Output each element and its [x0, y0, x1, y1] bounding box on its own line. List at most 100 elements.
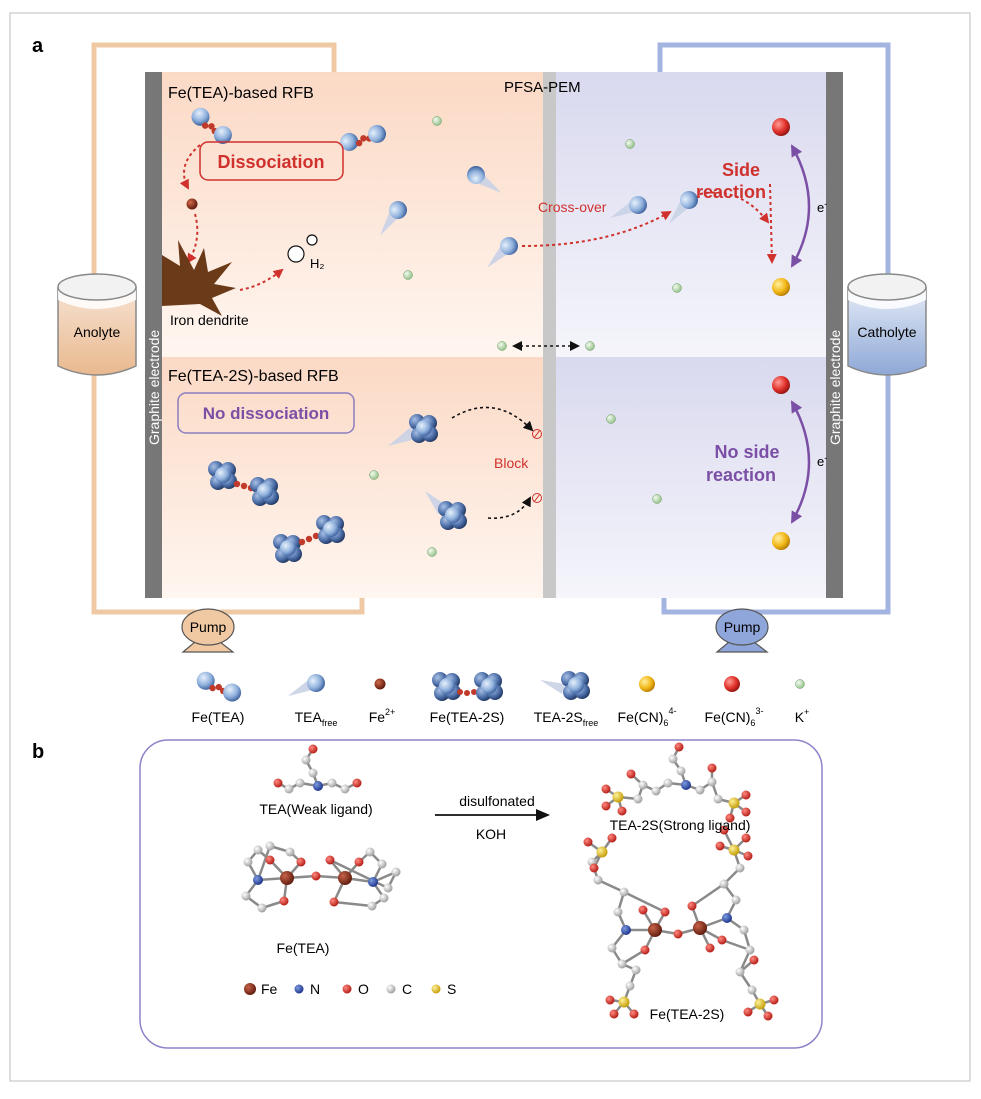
atom-legend-label-s: S — [447, 981, 456, 997]
anolyte-pipe-bottom — [91, 375, 365, 615]
deposition-arrow — [186, 213, 199, 264]
atom-legend-dot-fe — [244, 983, 256, 995]
h2-arrow — [239, 268, 284, 291]
dissociation-label: Dissociation — [217, 152, 324, 172]
legend-icon-fe2 — [374, 678, 386, 690]
fe2-ion — [186, 198, 198, 210]
pump-label-left: Pump — [190, 619, 227, 635]
tea-2s-molecule — [601, 742, 751, 823]
atom-legend-label-n: N — [310, 981, 320, 997]
bottom-title: Fe(TEA-2S)-based RFB — [168, 368, 339, 385]
cross-over-label: Cross-over — [538, 199, 607, 215]
blocked-arrow-bottom — [487, 496, 531, 519]
atom-legend-dot-n — [294, 984, 304, 994]
redox-arrow-top — [790, 144, 811, 268]
no-side-reaction-label-1: No side — [714, 442, 779, 462]
fe-tea-2s-complex — [273, 515, 345, 563]
tea-molecule — [273, 744, 362, 794]
pump-label-right: Pump — [724, 619, 761, 635]
k-ion — [652, 494, 662, 504]
h2-bubble — [306, 234, 318, 246]
fe-tea-label: Fe(TEA) — [277, 940, 330, 956]
dissociation-box — [199, 141, 344, 181]
legend-label-ferricyanide: Fe(CN)63- — [705, 706, 764, 728]
h2-bubble — [287, 245, 305, 263]
fe-tea-complex-structure — [241, 841, 401, 913]
legend-icon-tea-free — [284, 672, 327, 698]
electrode-label-left: Graphite electrode — [146, 330, 162, 445]
h2-label: H₂ — [310, 256, 324, 271]
k-ion — [369, 470, 379, 480]
iron-dendrite — [162, 240, 236, 316]
ferrocyanide-ion — [772, 278, 790, 296]
fe-tea-2s-complex — [208, 461, 279, 506]
legend-label-fe-tea-2s-: Fe(TEA-2S) — [430, 709, 505, 725]
atom-legend-label-c: C — [402, 981, 412, 997]
iron-dendrite-label: Iron dendrite — [170, 312, 249, 328]
k-ion — [672, 283, 682, 293]
k-ion — [625, 139, 635, 149]
panel-b-box — [139, 739, 823, 1049]
ferricyanide-ion — [772, 118, 790, 136]
catholyte-tank: Catholyte — [847, 273, 927, 376]
legend — [194, 670, 805, 703]
tea2s-label: TEA-2S(Strong ligand) — [610, 817, 751, 833]
block-symbol — [532, 429, 542, 439]
catholyte-chamber-bottom — [556, 357, 826, 598]
no-dissociation-box — [177, 392, 355, 434]
no-dissociation-label: No dissociation — [203, 404, 330, 423]
k-ion — [427, 547, 437, 557]
graphite-electrode-right — [826, 72, 843, 598]
anolyte-chamber-top — [162, 72, 543, 357]
k-ion — [585, 341, 595, 351]
circuit-lines — [91, 42, 891, 615]
membrane-label: PFSA-PEM — [504, 79, 581, 96]
legend-icon-tea-2s-free — [540, 671, 590, 700]
block-label: Block — [494, 455, 529, 471]
legend-label-k-: K+ — [795, 707, 810, 725]
side-reaction-label-1: Side — [722, 160, 760, 180]
no-side-reaction-label-2: reaction — [706, 465, 776, 485]
panel-a-label: a — [32, 35, 44, 57]
tea-label: TEA(Weak ligand) — [259, 801, 372, 817]
legend-label-tea-2s-free: TEA-2Sfree — [534, 709, 599, 728]
atom-legend-dot-s — [431, 984, 441, 994]
atom-legend-dot-o — [342, 984, 352, 994]
blocked-arrow-top — [451, 406, 534, 432]
legend-label-fe2-: Fe2+ — [369, 707, 396, 725]
ferricyanide-ion — [772, 376, 790, 394]
atom-legend-label-fe: Fe — [261, 981, 278, 997]
atom-legend: Fe N O C S — [244, 981, 456, 997]
ferrocyanide-ion — [772, 532, 790, 550]
panel-b-label: b — [32, 741, 44, 763]
anolyte-tank: Anolyte — [57, 273, 137, 376]
electrode-label-right: Graphite electrode — [827, 330, 843, 445]
k-ion — [403, 270, 413, 280]
legend-icon-ferrocyanide — [639, 676, 655, 692]
legend-label-fe-tea-: Fe(TEA) — [192, 709, 245, 725]
reaction-arrow-bottom-label: KOH — [476, 826, 506, 842]
catholyte-pump: Pump — [715, 608, 769, 653]
k-ion — [432, 116, 442, 126]
anolyte-label: Anolyte — [74, 324, 121, 340]
side-reaction-label-2: reaction — [696, 182, 766, 202]
dissociation-arrow — [179, 144, 201, 190]
electron-label-top: e- — [817, 199, 827, 215]
k-ion — [606, 414, 616, 424]
side-reaction-arrow — [766, 183, 777, 264]
atom-legend-label-o: O — [358, 981, 369, 997]
catholyte-pipe-bottom — [661, 375, 891, 615]
legend-icon-fe-tea — [194, 670, 244, 703]
catholyte-label: Catholyte — [857, 324, 916, 340]
attack-arrow — [699, 191, 770, 224]
electron-label-bottom: e- — [817, 453, 827, 469]
legend-icon-ferricyanide — [724, 676, 740, 692]
tea-2s-free — [425, 491, 467, 530]
graphite-electrode-left — [145, 72, 162, 598]
cross-over-arrow — [521, 211, 672, 247]
legend-label-ferrocyanide: Fe(CN)64- — [618, 706, 677, 728]
legend-icon-k — [795, 679, 805, 689]
top-title: Fe(TEA)-based RFB — [168, 85, 314, 102]
